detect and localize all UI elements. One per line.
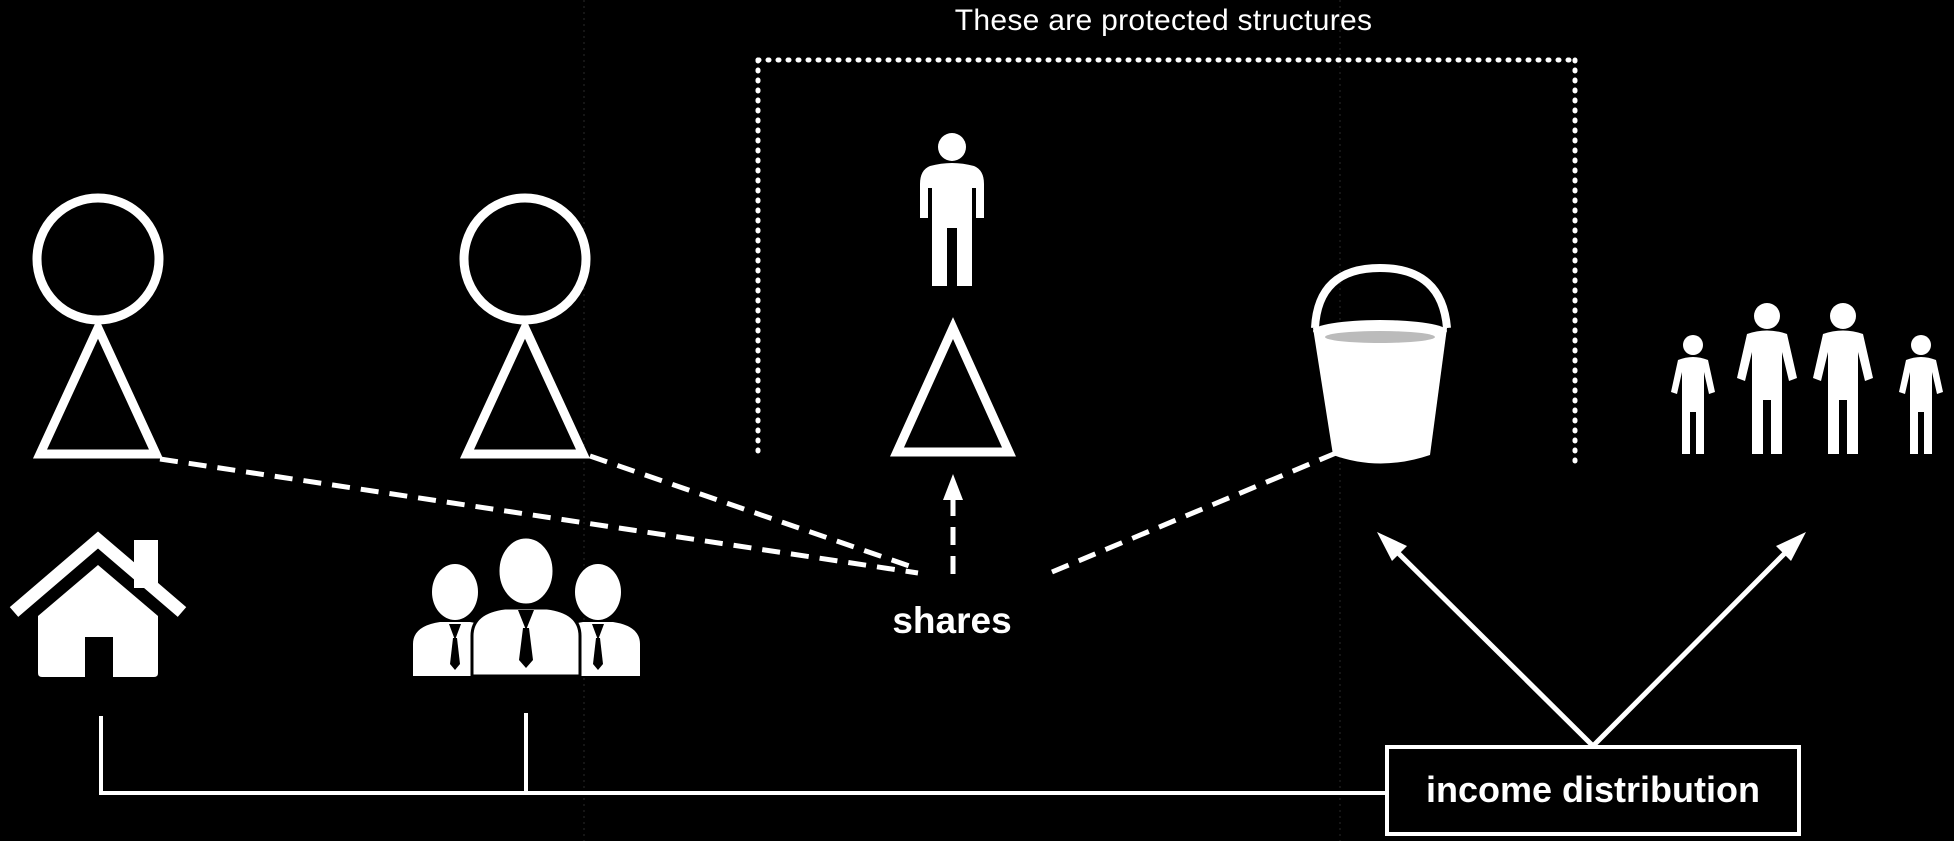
income-connector [99, 713, 1385, 795]
distribution-arrows [1377, 532, 1806, 748]
share-connectors [159, 450, 1337, 576]
protected-structures-caption: These are protected structures [954, 4, 1373, 37]
shares-label: shares [892, 600, 1012, 641]
house-icon [9, 531, 187, 677]
income-distribution-box [1385, 745, 1801, 836]
shares-arrow [943, 474, 963, 574]
person-icon [920, 133, 984, 286]
income-distribution-label: income distribution [1425, 769, 1760, 810]
family-icon [1671, 303, 1943, 454]
bucket-icon [1311, 263, 1451, 464]
business-group-icon [413, 535, 640, 678]
triangle-icon [890, 317, 1016, 457]
person-symbol-icon [459, 193, 591, 459]
person-symbol-icon [32, 193, 164, 459]
protected-structures-bracket [755, 57, 1578, 465]
